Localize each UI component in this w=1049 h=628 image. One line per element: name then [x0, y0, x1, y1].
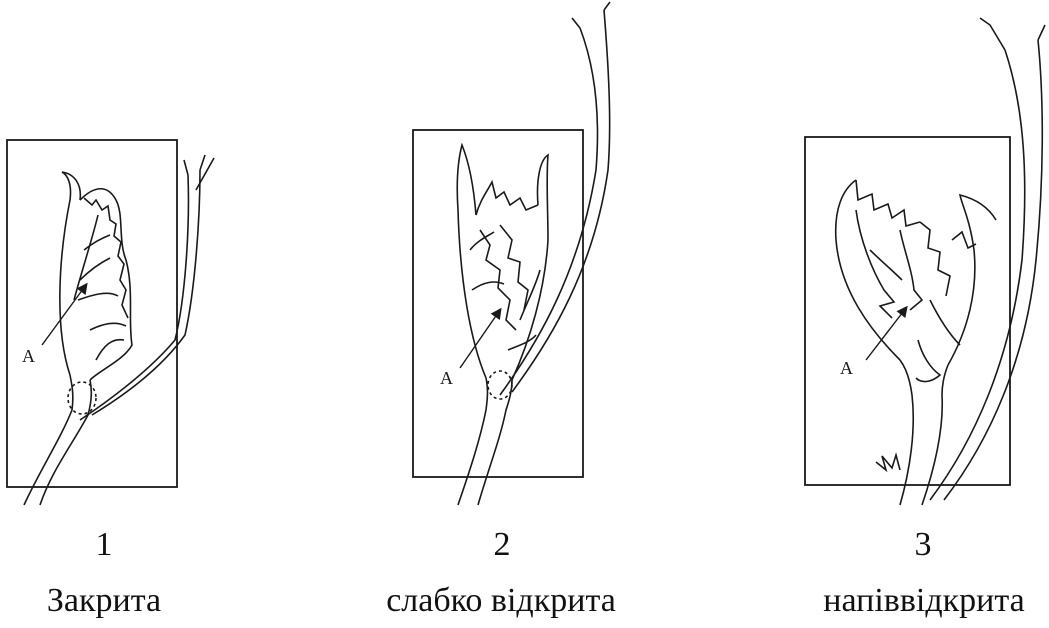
figure-2-frame [413, 130, 583, 477]
figure-2-marker-a: А [440, 368, 453, 388]
figure-3-caption: напіввідкрита [764, 582, 1049, 620]
figure-1-caption: Закрита [0, 582, 264, 620]
figure-2-caption: слабко відкрита [341, 582, 661, 620]
figure-1-drawing: А [7, 140, 214, 505]
figure-3-frame [805, 137, 1010, 485]
figure-1-frame [7, 140, 177, 487]
figure-2-drawing: А [413, 2, 610, 505]
figure-3-drawing: А [805, 18, 1045, 505]
figure-1-number: 1 [4, 526, 204, 564]
figure-3-marker-a: А [840, 358, 853, 378]
figure-3-number: 3 [823, 526, 1023, 564]
figure-1-marker-a: А [22, 346, 35, 366]
figure-2-number: 2 [402, 526, 602, 564]
